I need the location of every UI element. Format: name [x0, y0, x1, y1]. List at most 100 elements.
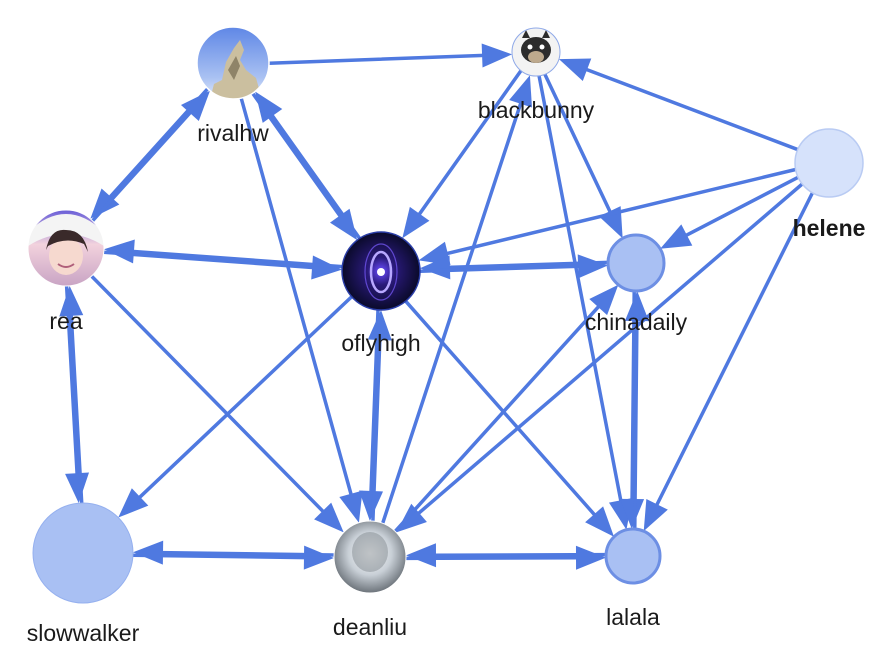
arrow-head-icon	[359, 490, 384, 521]
edge-line	[633, 317, 639, 531]
edge-blackbunny-to-lalala	[537, 74, 633, 530]
arrow-head-icon	[624, 291, 649, 322]
edge-line	[444, 167, 798, 256]
edge-oflyhigh-to-rivalhw	[255, 91, 362, 241]
arrow-head-icon	[481, 43, 513, 68]
arrow-head-icon	[65, 472, 90, 504]
edge-lalala-to-chinadaily	[624, 291, 649, 531]
edge-lalala-to-deanliu	[405, 543, 608, 568]
node-circle-helene	[794, 128, 864, 198]
edge-line	[159, 550, 336, 557]
arrow-head-icon	[118, 488, 149, 518]
edge-line	[583, 67, 800, 152]
arrow-head-icon	[59, 285, 84, 317]
edge-chinadaily-to-lalala	[620, 289, 645, 529]
edge-line	[136, 294, 354, 501]
arrow-head-icon	[589, 284, 619, 316]
arrow-head-icon	[509, 75, 532, 108]
node-deanliu[interactable]: deanliu	[333, 520, 407, 640]
edge-line	[416, 68, 523, 218]
node-label-blackbunny: blackbunny	[478, 97, 595, 123]
edge-helene-to-blackbunny	[558, 58, 800, 152]
node-blackbunny[interactable]: blackbunny	[478, 27, 595, 123]
avatar-dog-icon	[512, 28, 560, 76]
edge-rivalhw-to-deanliu	[239, 96, 363, 523]
edge-line	[102, 250, 316, 270]
arrow-head-icon	[405, 543, 437, 568]
arrow-head-icon	[585, 506, 614, 537]
arrow-head-icon	[660, 224, 693, 249]
edge-rea-to-rivalhw	[90, 90, 210, 223]
node-circle-slowwalker	[32, 502, 134, 604]
arrow-head-icon	[255, 91, 283, 123]
node-helene[interactable]: helene	[793, 128, 866, 241]
nodes-layer: rivalhw blackbunny helene	[27, 26, 866, 646]
edge-line	[267, 53, 486, 65]
avatar-blur-icon	[334, 521, 406, 593]
node-slowwalker[interactable]: slowwalker	[27, 502, 140, 646]
node-label-rivalhw: rivalhw	[197, 120, 269, 146]
arrow-head-icon	[180, 90, 210, 122]
node-lalala[interactable]: lalala	[604, 527, 662, 630]
node-rea[interactable]: rea	[27, 209, 105, 334]
node-circle-lalala	[604, 527, 662, 585]
edge-rea-to-deanliu	[89, 274, 344, 533]
node-circle-chinadaily	[606, 233, 666, 293]
node-label-oflyhigh: oflyhigh	[341, 330, 420, 356]
arrow-head-icon	[104, 239, 135, 264]
edge-line	[418, 264, 582, 274]
node-label-chinadaily: chinadaily	[585, 309, 688, 335]
arrow-head-icon	[339, 490, 363, 523]
arrow-head-icon	[133, 540, 164, 565]
arrow-head-icon	[558, 58, 592, 81]
edge-line	[90, 109, 193, 223]
arrow-head-icon	[90, 188, 120, 219]
avatar-statue-icon	[197, 27, 269, 99]
node-label-rea: rea	[49, 308, 82, 334]
edge-deanliu-to-blackbunny	[380, 75, 532, 526]
arrow-head-icon	[311, 255, 342, 280]
edge-line	[239, 96, 354, 498]
edge-line	[683, 175, 800, 238]
edge-deanliu-to-oflyhigh	[367, 310, 392, 523]
edge-slowwalker-to-deanliu	[131, 545, 334, 570]
arrow-head-icon	[643, 498, 668, 532]
arrow-head-icon	[577, 254, 609, 279]
arrow-head-icon	[314, 502, 344, 533]
node-oflyhigh[interactable]: oflyhigh	[341, 231, 421, 356]
arrow-head-icon	[367, 310, 392, 341]
edge-line	[403, 299, 598, 518]
node-label-lalala: lalala	[606, 604, 660, 630]
edge-line	[393, 303, 602, 534]
edge-helene-to-deanliu	[396, 182, 804, 533]
arrow-head-icon	[419, 255, 451, 280]
edge-oflyhigh-to-deanliu	[359, 308, 384, 521]
edge-line	[69, 312, 84, 505]
node-chinadaily[interactable]: chinadaily	[585, 233, 688, 335]
avatar-person-icon	[28, 210, 104, 286]
edge-blackbunny-to-oflyhigh	[402, 68, 523, 239]
edge-line	[64, 284, 79, 477]
avatar-vortex-icon	[342, 232, 420, 310]
arrow-head-icon	[329, 208, 358, 241]
node-label-deanliu: deanliu	[333, 614, 407, 640]
edge-line	[630, 289, 636, 503]
edge-rea-to-oflyhigh	[102, 250, 342, 280]
edge-line	[543, 72, 613, 215]
edge-line	[89, 274, 326, 515]
edge-line	[654, 191, 815, 508]
edge-line	[415, 182, 804, 516]
node-label-helene: helene	[793, 215, 866, 241]
edge-slowwalker-to-rea	[59, 285, 84, 505]
edge-line	[369, 308, 380, 495]
arrow-head-icon	[303, 545, 334, 570]
node-label-slowwalker: slowwalker	[27, 620, 140, 646]
edge-helene-to-chinadaily	[660, 175, 800, 249]
arrow-head-icon	[620, 498, 645, 529]
edge-line	[130, 249, 344, 269]
node-rivalhw[interactable]: rivalhw	[196, 26, 270, 146]
edge-line	[269, 112, 362, 241]
edge-oflyhigh-to-rea	[104, 239, 344, 269]
edge-helene-to-lalala	[643, 191, 815, 532]
arrow-head-icon	[575, 545, 607, 570]
